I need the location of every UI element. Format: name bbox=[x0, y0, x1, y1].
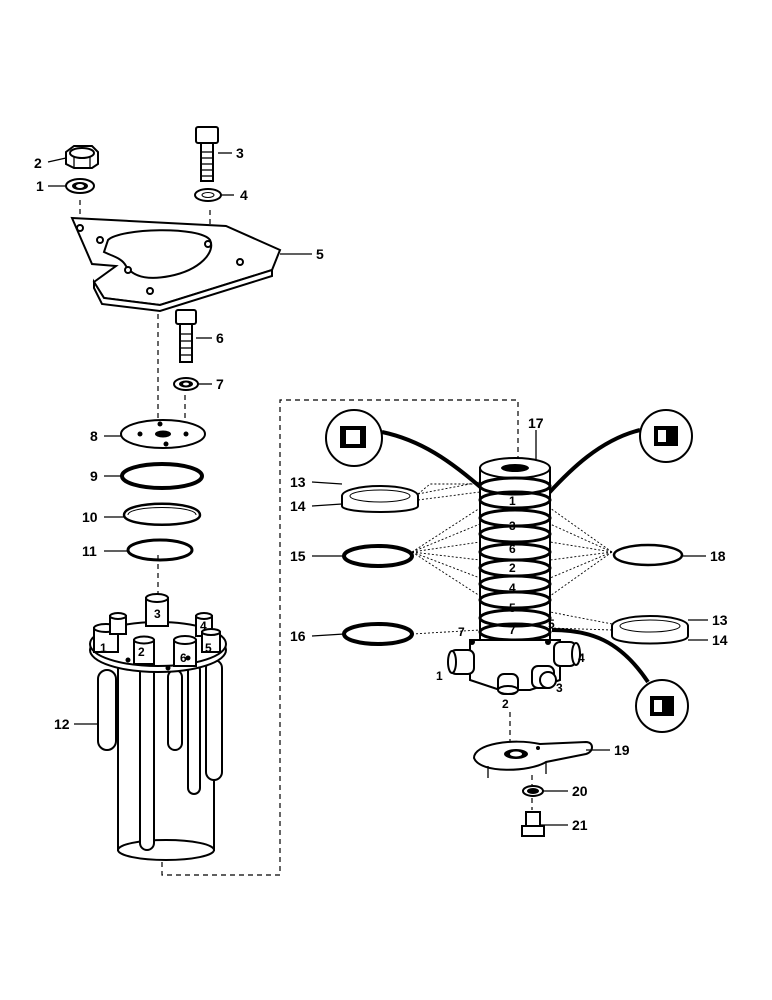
port-label: 2 bbox=[502, 697, 509, 711]
callout-19: 19 bbox=[614, 742, 630, 758]
backup-ring bbox=[612, 543, 684, 567]
o-ring bbox=[120, 462, 204, 490]
callout-7: 7 bbox=[216, 376, 224, 392]
lock-washer bbox=[173, 377, 199, 391]
callout-13: 13 bbox=[290, 474, 306, 490]
split-lock-washer bbox=[194, 188, 222, 202]
mounting-plate bbox=[70, 216, 282, 313]
swivel-housing bbox=[89, 593, 227, 861]
detail-view-seal bbox=[325, 409, 488, 494]
callout-9: 9 bbox=[90, 468, 98, 484]
callout-14: 14 bbox=[712, 632, 728, 648]
retainer-lever bbox=[472, 740, 593, 778]
manifold-block bbox=[447, 639, 581, 695]
callout-17: 17 bbox=[528, 415, 544, 431]
port-label: 3 bbox=[154, 607, 161, 621]
swivel-rotor-column bbox=[478, 457, 552, 647]
bolt bbox=[195, 126, 219, 182]
callout-5: 5 bbox=[316, 246, 324, 262]
callout-18: 18 bbox=[710, 548, 726, 564]
groove-label: 6 bbox=[509, 542, 516, 556]
o-ring bbox=[342, 622, 414, 646]
callout-12: 12 bbox=[54, 716, 70, 732]
callout-2: 2 bbox=[34, 155, 42, 171]
backup-ring bbox=[126, 538, 194, 562]
callout-1: 1 bbox=[36, 178, 44, 194]
snap-ring bbox=[122, 502, 202, 526]
callout-10: 10 bbox=[82, 509, 98, 525]
hex-nut bbox=[65, 145, 99, 169]
bolt bbox=[175, 309, 197, 363]
callout-3: 3 bbox=[236, 145, 244, 161]
groove-label: 1 bbox=[509, 494, 516, 508]
callout-16: 16 bbox=[290, 628, 306, 644]
port-label: 5 bbox=[548, 617, 555, 631]
lock-washer bbox=[522, 785, 544, 797]
lock-washer bbox=[65, 178, 95, 194]
callout-numbers: 2 1 3 4 5 6 7 8 9 10 11 12 13 14 15 16 1… bbox=[34, 145, 728, 833]
groove-label: 2 bbox=[509, 561, 516, 575]
port-label: 7 bbox=[458, 625, 465, 639]
bolt bbox=[521, 811, 545, 837]
callout-6: 6 bbox=[216, 330, 224, 346]
port-label: 4 bbox=[200, 619, 207, 633]
callout-15: 15 bbox=[290, 548, 306, 564]
groove-labels: 1 3 6 2 4 5 7 bbox=[509, 494, 516, 637]
port-label: 3 bbox=[556, 681, 563, 695]
callout-13: 13 bbox=[712, 612, 728, 628]
callout-leaders bbox=[47, 152, 708, 826]
groove-leaders bbox=[411, 481, 613, 635]
port-label: 4 bbox=[578, 651, 585, 665]
flange-disc bbox=[120, 419, 206, 449]
port-label: 6 bbox=[180, 651, 187, 665]
port-label: 2 bbox=[138, 645, 145, 659]
port-label: 1 bbox=[436, 669, 443, 683]
callout-14: 14 bbox=[290, 498, 306, 514]
groove-label: 4 bbox=[509, 581, 516, 595]
seal-ring bbox=[611, 615, 689, 645]
callout-11: 11 bbox=[82, 543, 97, 559]
manifold-port-labels: 7 5 1 4 3 2 bbox=[436, 617, 585, 711]
groove-label: 7 bbox=[509, 623, 516, 637]
callout-4: 4 bbox=[240, 187, 248, 203]
housing-port-labels: 3 4 1 2 6 5 bbox=[100, 607, 212, 665]
port-label: 5 bbox=[205, 641, 212, 655]
port-label: 1 bbox=[100, 641, 107, 655]
detail-view-seal bbox=[546, 409, 693, 496]
callout-20: 20 bbox=[572, 783, 588, 799]
groove-label: 3 bbox=[509, 519, 516, 533]
groove-label: 5 bbox=[509, 601, 516, 615]
detail-view-seal bbox=[551, 628, 689, 733]
o-ring bbox=[342, 544, 414, 568]
callout-21: 21 bbox=[572, 817, 588, 833]
callout-8: 8 bbox=[90, 428, 98, 444]
seal-ring bbox=[341, 485, 419, 513]
